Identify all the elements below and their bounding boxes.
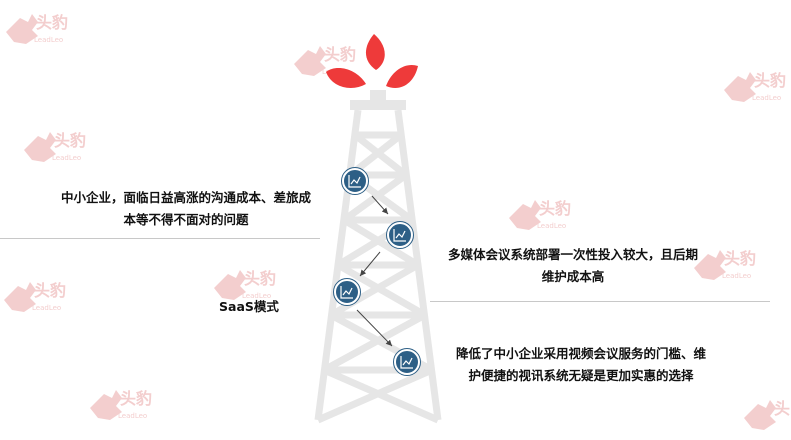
chart-icon xyxy=(400,356,413,369)
text-cost-line1: 多媒体会议系统部署一次性投入较大，且后期 xyxy=(447,247,698,262)
svg-text:头豹: 头豹 xyxy=(539,199,571,218)
svg-text:头豹: 头豹 xyxy=(34,281,66,300)
svg-text:头: 头 xyxy=(774,399,790,418)
svg-text:头豹: 头豹 xyxy=(724,249,756,268)
node-3 xyxy=(333,278,361,306)
svg-text:LeadLeo: LeadLeo xyxy=(118,412,147,420)
divider-left xyxy=(0,238,320,239)
watermark-logo-10: 头 xyxy=(740,388,791,440)
svg-text:LeadLeo: LeadLeo xyxy=(242,292,271,300)
svg-text:头豹: 头豹 xyxy=(54,131,86,150)
watermark-logo-5: 头豹 LeadLeo xyxy=(505,188,585,240)
text-block-cost: 多媒体会议系统部署一次性投入较大，且后期 维护成本高 xyxy=(428,244,718,288)
svg-text:LeadLeo: LeadLeo xyxy=(52,154,81,162)
svg-text:头豹: 头豹 xyxy=(754,71,786,90)
flame-icon xyxy=(326,34,418,88)
chart-icon xyxy=(340,286,353,299)
svg-text:LeadLeo: LeadLeo xyxy=(34,36,63,44)
chart-icon xyxy=(348,175,361,188)
divider-right xyxy=(430,301,770,302)
watermark-logo-1: 头豹 LeadLeo xyxy=(2,2,82,54)
watermark-logo-8: 头豹 LeadLeo xyxy=(0,270,80,322)
flow-arrows xyxy=(356,195,393,347)
text-block-benefit: 降低了中小企业采用视频会议服务的门槛、维 护便捷的视讯系统无疑是更加实惠的选择 xyxy=(436,343,726,387)
node-2 xyxy=(386,221,414,249)
text-benefit-line1: 降低了中小企业采用视频会议服务的门槛、维 xyxy=(455,346,706,361)
text-problem-line2: 本等不得不面对的问题 xyxy=(123,212,249,227)
text-benefit-line2: 护便捷的视讯系统无疑是更加实惠的选择 xyxy=(468,368,694,383)
chart-icon xyxy=(393,229,406,242)
text-saas-model: SaaS模式 xyxy=(219,299,279,314)
svg-text:LeadLeo: LeadLeo xyxy=(537,222,566,230)
node-1 xyxy=(341,167,369,195)
text-cost-line2: 维护成本高 xyxy=(541,269,605,284)
node-4 xyxy=(393,348,421,376)
watermark-logo-4: 头豹 LeadLeo xyxy=(720,60,791,112)
text-block-problem: 中小企业，面临日益高涨的沟通成本、差旅成 本等不得不面对的问题 xyxy=(46,187,326,231)
text-problem-line1: 中小企业，面临日益高涨的沟通成本、差旅成 xyxy=(60,190,311,205)
watermark-logo-7: 头豹 LeadLeo xyxy=(210,258,290,310)
svg-text:头豹: 头豹 xyxy=(36,13,68,32)
watermark-logo-9: 头豹 LeadLeo xyxy=(86,378,166,430)
svg-text:头豹: 头豹 xyxy=(324,45,356,64)
svg-text:LeadLeo: LeadLeo xyxy=(752,94,781,102)
svg-text:头豹: 头豹 xyxy=(244,269,276,288)
svg-text:头豹: 头豹 xyxy=(120,389,152,408)
svg-text:LeadLeo: LeadLeo xyxy=(722,272,751,280)
watermark-logo-3: 头豹 LeadLeo xyxy=(20,120,100,172)
watermark-logo-6: 头豹 LeadLeo xyxy=(690,238,770,290)
svg-text:LeadLeo: LeadLeo xyxy=(32,304,61,312)
